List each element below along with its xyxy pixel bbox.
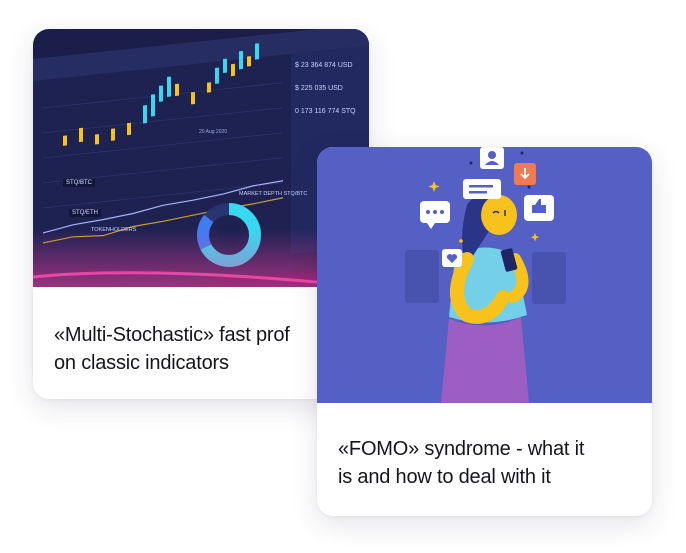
thumbs-up-icon xyxy=(524,195,554,221)
panel-tokenholders: TOKENHOLDERS xyxy=(91,227,137,233)
article-title[interactable]: «FOMO» syndrome - what it is and how to … xyxy=(338,435,584,491)
article-card-fomo[interactable]: «FOMO» syndrome - what it is and how to … xyxy=(317,147,652,516)
article-title[interactable]: «Multi-Stochastic» fast prof on classic … xyxy=(54,321,290,377)
dashboard-stat-supply: 0 173 116 774 STQ xyxy=(295,108,356,115)
chart-date-label: 20 Aug 2020 xyxy=(199,129,228,135)
dashboard-stats: $ 23 364 874 USD $ 225 035 USD 0 173 116… xyxy=(295,61,356,116)
article-title-line-2: on classic indicators xyxy=(54,352,229,374)
article-title-line-2: is and how to deal with it xyxy=(338,466,551,488)
article-title-line-1: «Multi-Stochastic» fast prof xyxy=(54,324,290,346)
pair-label-eth: STQ/ETH xyxy=(69,209,102,217)
article-thumbnail-fomo[interactable] xyxy=(317,147,652,403)
chat-bubble-icon xyxy=(420,201,450,229)
user-profile-icon xyxy=(480,147,504,169)
message-bubble-icon xyxy=(463,179,501,199)
article-card-multi-stochastic[interactable]: $ 23 364 874 USD $ 225 035 USD 0 173 116… xyxy=(33,29,369,399)
article-title-line-1: «FOMO» syndrome - what it xyxy=(338,438,585,460)
pair-label-btc: STQ/BTC xyxy=(63,179,96,187)
panel-market-depth: MARKET DEPTH STQ/BTC xyxy=(239,191,308,197)
download-icon xyxy=(514,163,536,185)
person-with-phone-illustration xyxy=(405,147,566,403)
heart-icon xyxy=(442,249,462,267)
dashboard-stat-total: $ 23 364 874 USD xyxy=(295,62,353,69)
dashboard-stat-volume: $ 225 035 USD xyxy=(295,85,343,92)
sparkle-icon xyxy=(428,181,540,242)
